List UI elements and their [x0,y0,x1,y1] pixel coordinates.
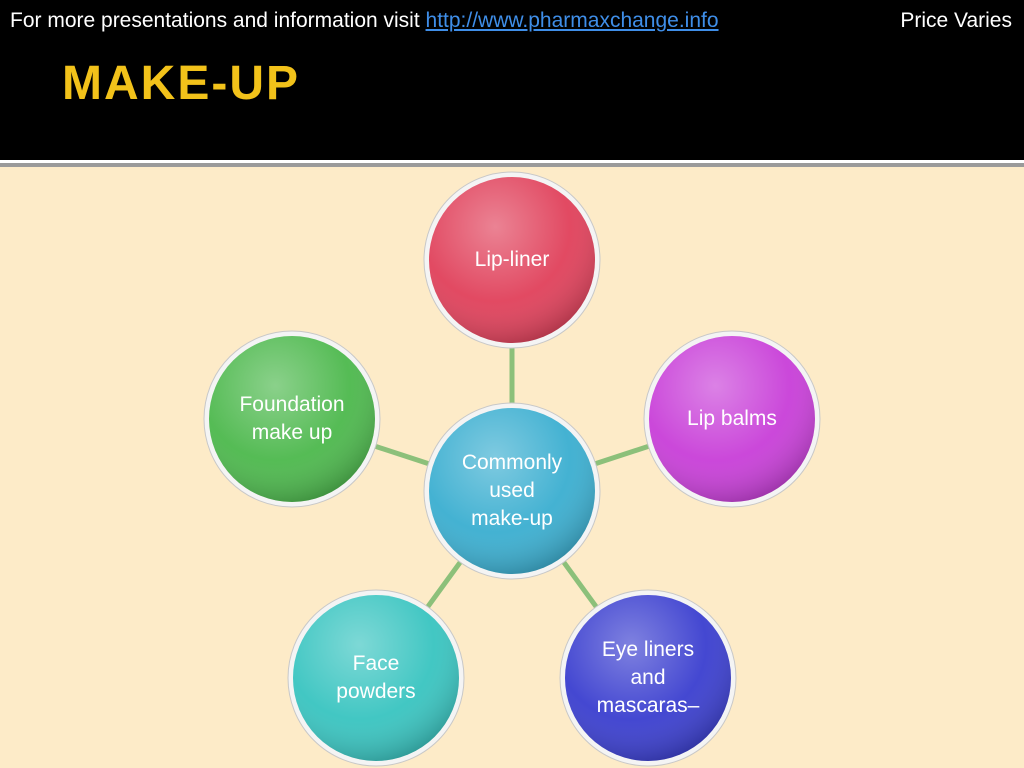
connector-face-powders [425,560,463,609]
foundation-node [203,330,381,508]
center-node [423,402,601,580]
face-powders-node [287,589,465,767]
face-powders-label: Face powders [336,652,416,703]
connector-foundation [374,443,430,467]
lip-balms-label: Lip balms [687,407,777,430]
website-link[interactable]: http://www.pharmaxchange.info [425,9,719,32]
center-label: Commonly used make-up [461,451,563,530]
info-text: For more presentations and information v… [10,9,426,32]
eye-liners-label: Eye liners and mascaras– [596,638,700,717]
foundation-label: Foundation make up [239,393,345,444]
lip-liner-label: Lip-liner [474,248,550,271]
header-divider [0,160,1024,163]
lip-balms-node [643,330,821,508]
connector-lip-balms [594,443,650,467]
slide-header [0,0,1024,160]
eye-liners-node [559,589,737,767]
lip-liner-node [423,171,601,349]
connector-eye-liners [561,560,599,609]
price-text: Price Varies [900,9,1012,32]
header-divider-shadow [0,163,1024,167]
info-line: For more presentations and information v… [10,9,719,33]
slide-title: MAKE-UP [62,57,300,110]
